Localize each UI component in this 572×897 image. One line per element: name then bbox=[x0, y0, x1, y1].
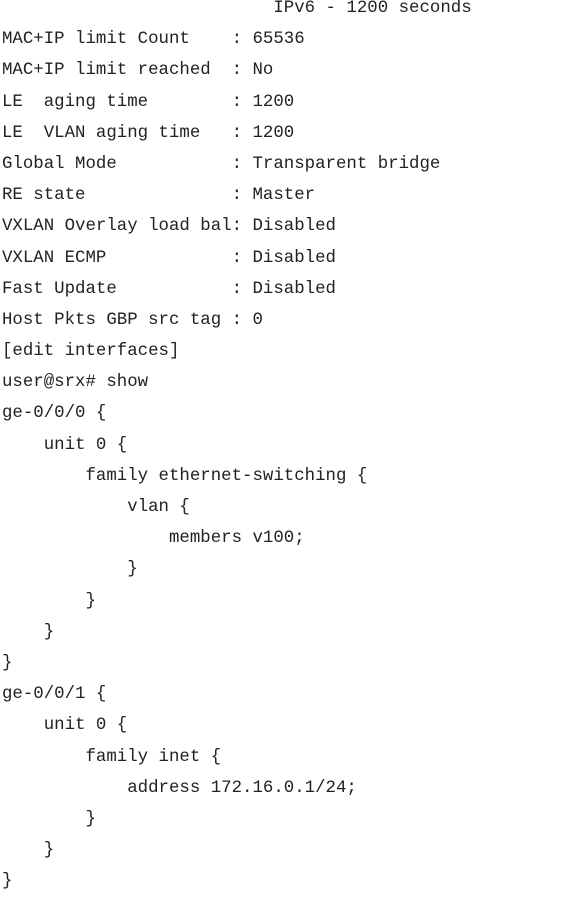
terminal-line: vlan { bbox=[2, 498, 190, 517]
terminal-line: address 172.16.0.1/24; bbox=[2, 778, 357, 798]
terminal-line: Global Mode : Transparent bridge bbox=[2, 154, 441, 174]
terminal-line: ge-0/0/1 { bbox=[2, 685, 107, 705]
terminal-line: } bbox=[2, 809, 96, 829]
terminal-line: user@srx# show bbox=[2, 373, 149, 393]
terminal-line: Fast Update : Disabled bbox=[2, 279, 336, 299]
terminal-line: } bbox=[2, 653, 13, 673]
terminal-line: } bbox=[2, 591, 96, 611]
terminal-line: VXLAN Overlay load bal: Disabled bbox=[2, 217, 336, 237]
terminal-line: [edit interfaces] bbox=[2, 342, 180, 362]
terminal-line: MAC+IP limit reached : No bbox=[2, 61, 274, 81]
terminal-line: ge-0/0/0 { bbox=[2, 404, 107, 424]
terminal-line: VXLAN ECMP : Disabled bbox=[2, 248, 336, 268]
terminal-line: members v100; bbox=[2, 529, 305, 549]
terminal-line: family inet { bbox=[2, 747, 222, 767]
terminal-line: unit 0 { bbox=[2, 716, 128, 736]
terminal-line: MAC+IP limit Count : 65536 bbox=[2, 30, 305, 50]
terminal-line: LE aging time : 1200 bbox=[2, 92, 295, 112]
terminal-line: Host Pkts GBP src tag : 0 bbox=[2, 310, 263, 330]
terminal-line: RE state : Master bbox=[2, 186, 316, 206]
terminal-line: LE VLAN aging time : 1200 bbox=[2, 123, 295, 143]
terminal-line: IPv6 - 1200 seconds bbox=[2, 0, 472, 18]
terminal-line: } bbox=[2, 560, 138, 580]
terminal-line: family ethernet-switching { bbox=[2, 466, 368, 486]
terminal-line: } bbox=[2, 841, 55, 861]
terminal-line: } bbox=[2, 872, 13, 892]
terminal-line: unit 0 { bbox=[2, 435, 128, 455]
terminal-line: } bbox=[2, 622, 55, 642]
